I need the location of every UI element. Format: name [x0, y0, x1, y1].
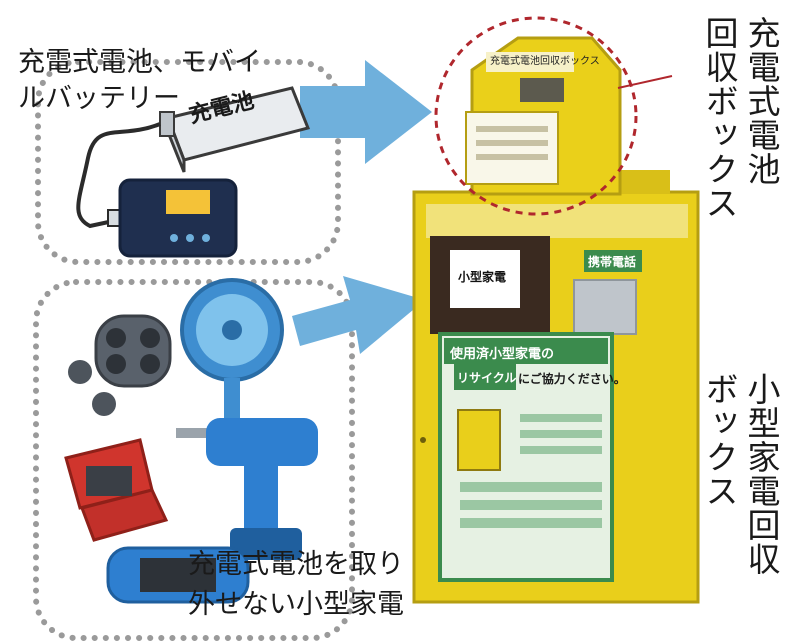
- arrow-to-appliance-box: [292, 276, 425, 354]
- label-appliance-box-col2: ボックス: [700, 372, 739, 508]
- rechargeable-battery-icon: [159, 86, 311, 173]
- label-appliance-line2: 外せない小型家電: [188, 589, 404, 620]
- label-battery-box-col1: 充電式電池: [742, 16, 781, 186]
- portable-game-icon: [106, 546, 250, 604]
- poster-recycle: リサイクル: [457, 371, 517, 385]
- cordless-drill-icon: [176, 418, 318, 560]
- mobile-battery-icon: [76, 122, 238, 258]
- box-title: 充電式電池回収ボックス: [490, 56, 600, 67]
- label-appliance-box-col1: 小型家電回収: [742, 372, 781, 576]
- poster-title: 使用済小型家電の: [450, 347, 555, 362]
- handheld-fan-icon: [180, 278, 284, 432]
- circle-leader-line: [617, 75, 673, 89]
- appliance-group-border: [33, 279, 355, 641]
- label-battery-box-col2: 回収ボックス: [700, 16, 739, 220]
- game-console-icon: [64, 438, 169, 542]
- recycling-machine: [412, 170, 700, 604]
- label-battery-line1: 充電式電池、モバイ: [18, 47, 261, 78]
- poster-request: にご協力ください。: [518, 372, 626, 386]
- wireless-earbuds-icon: [68, 314, 172, 416]
- battery-collection-box: [465, 36, 622, 196]
- arrow-to-battery-box: [300, 60, 432, 164]
- phone-label: 携帯電話: [588, 255, 637, 269]
- label-battery-line2: ルバッテリー: [18, 83, 180, 114]
- highlight-circle: [434, 16, 638, 216]
- battery-group-border: [35, 59, 341, 265]
- label-appliance-line1: 充電式電池を取り: [188, 549, 404, 580]
- slot-label: 小型家電: [458, 270, 507, 284]
